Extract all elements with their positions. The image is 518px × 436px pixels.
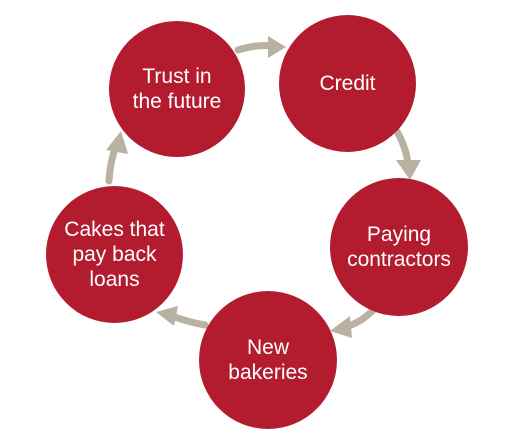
node-trust-in-the-future: Trust in the future — [109, 21, 245, 157]
node-paying-contractors: Paying contractors — [330, 178, 468, 316]
node-label: Credit — [319, 71, 376, 95]
node-label: New bakeries — [228, 335, 308, 384]
arrow-trust-to-credit — [234, 36, 286, 58]
node-cakes-that-pay-back-loans: Cakes that pay back loans — [46, 186, 183, 323]
arrow-bakery-to-cakes — [156, 306, 209, 329]
arrow-cakes-to-trust — [105, 131, 128, 185]
node-credit: Credit — [279, 15, 416, 152]
arrow-credit-to-paying — [391, 124, 421, 180]
arrow-paying-to-bakery — [330, 305, 378, 338]
node-new-bakeries: New bakeries — [199, 291, 337, 429]
node-label: Cakes that pay back loans — [64, 217, 165, 292]
node-label: Paying contractors — [347, 222, 451, 271]
node-label: Trust in the future — [132, 64, 222, 113]
